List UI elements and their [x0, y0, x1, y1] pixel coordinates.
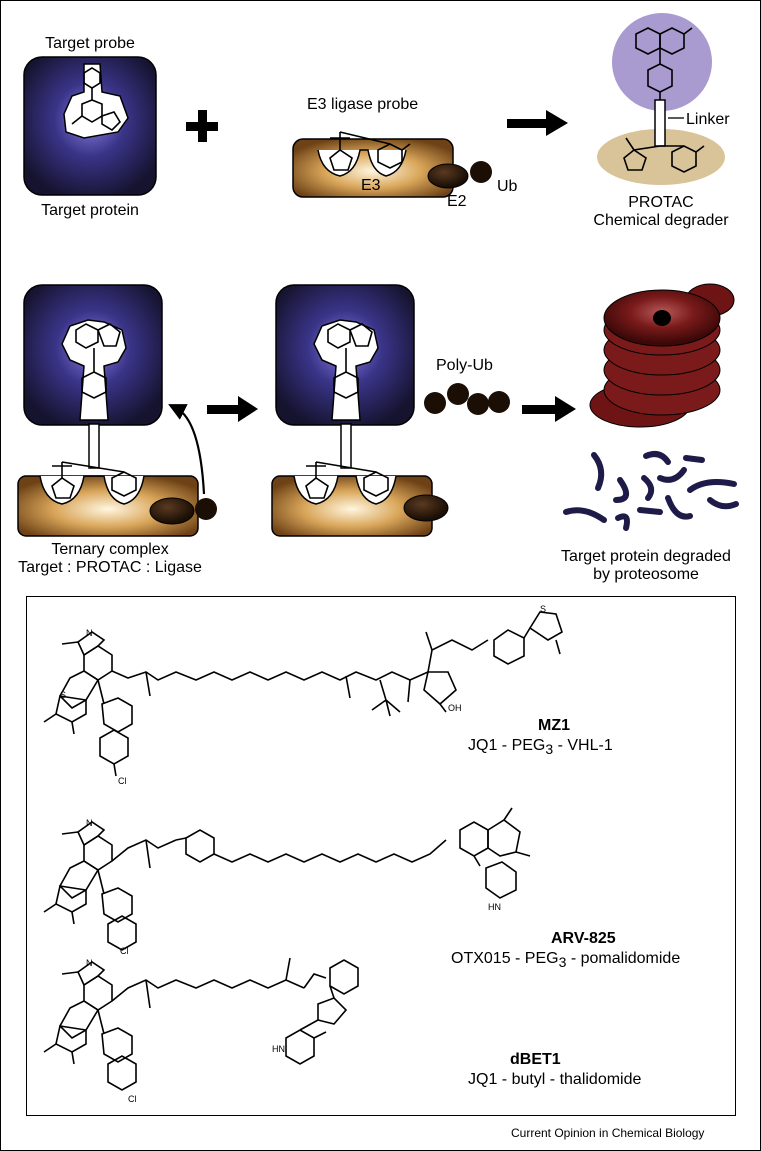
atom-label: HN: [488, 902, 501, 912]
linker-label: Linker: [686, 111, 730, 128]
atom-label: Cl: [128, 1094, 137, 1104]
protac-molecule: [597, 13, 725, 185]
proteasome: [589, 283, 735, 428]
mz1-structure: [43, 611, 563, 777]
source-credit: Current Opinion in Chemical Biology: [511, 1126, 705, 1140]
ternary-complex-label: Ternary complex: [51, 541, 169, 558]
target-protein-label: Target protein: [41, 202, 139, 219]
ternary-parts-label: Target : PROTAC : Ligase: [18, 559, 202, 576]
chemical-degrader-label: Chemical degrader: [593, 212, 729, 229]
compounds-panel: [26, 596, 736, 1116]
compound-desc-dbet1: JQ1 - butyl - thalidomide: [468, 1071, 642, 1088]
atom-label: S: [60, 690, 67, 700]
atom-label: S: [540, 604, 547, 614]
protac-label: PROTAC: [628, 194, 694, 211]
e3-ligase-probe-label: E3 ligase probe: [307, 96, 419, 113]
poly-ub-label: Poly-Ub: [436, 357, 493, 374]
atom-label: HN: [272, 1044, 285, 1054]
arrow-right-2: [207, 396, 258, 422]
polyubiquitinated-complex: [271, 284, 510, 537]
ternary-complex: [17, 284, 217, 537]
e2-label: E2: [447, 193, 467, 210]
atom-label: Cl: [118, 776, 127, 786]
degraded-label-line2: by proteosome: [593, 566, 699, 583]
compound-desc-mz1: JQ1 - PEG3 - VHL-1: [468, 737, 613, 758]
atom-label: N: [86, 628, 93, 638]
degraded-label-line1: Target protein degraded: [561, 548, 731, 565]
plus-icon: [186, 110, 218, 142]
ub-label: Ub: [497, 178, 518, 195]
compound-desc-arv825: OTX015 - PEG3 - pomalidomide: [451, 950, 681, 971]
atom-label: Cl: [120, 946, 129, 956]
atom-label: OH: [448, 703, 462, 713]
target-protein-box: [23, 56, 157, 196]
arrow-right-3: [522, 396, 576, 422]
arrow-right-1: [507, 110, 568, 136]
atom-label: N: [86, 958, 93, 968]
dbet1-structure: [43, 957, 359, 1091]
target-probe-label: Target probe: [45, 35, 135, 52]
e3-label: E3: [361, 177, 381, 194]
arv825-structure: [43, 807, 531, 951]
compound-structures: [43, 611, 563, 1091]
compound-name-arv825: ARV-825: [551, 930, 616, 947]
compound-name-mz1: MZ1: [538, 717, 570, 734]
atom-label: N: [86, 818, 93, 828]
degraded-peptides: [563, 451, 739, 531]
compound-name-dbet1: dBET1: [510, 1051, 561, 1068]
e3-ligase-box: [292, 131, 492, 198]
